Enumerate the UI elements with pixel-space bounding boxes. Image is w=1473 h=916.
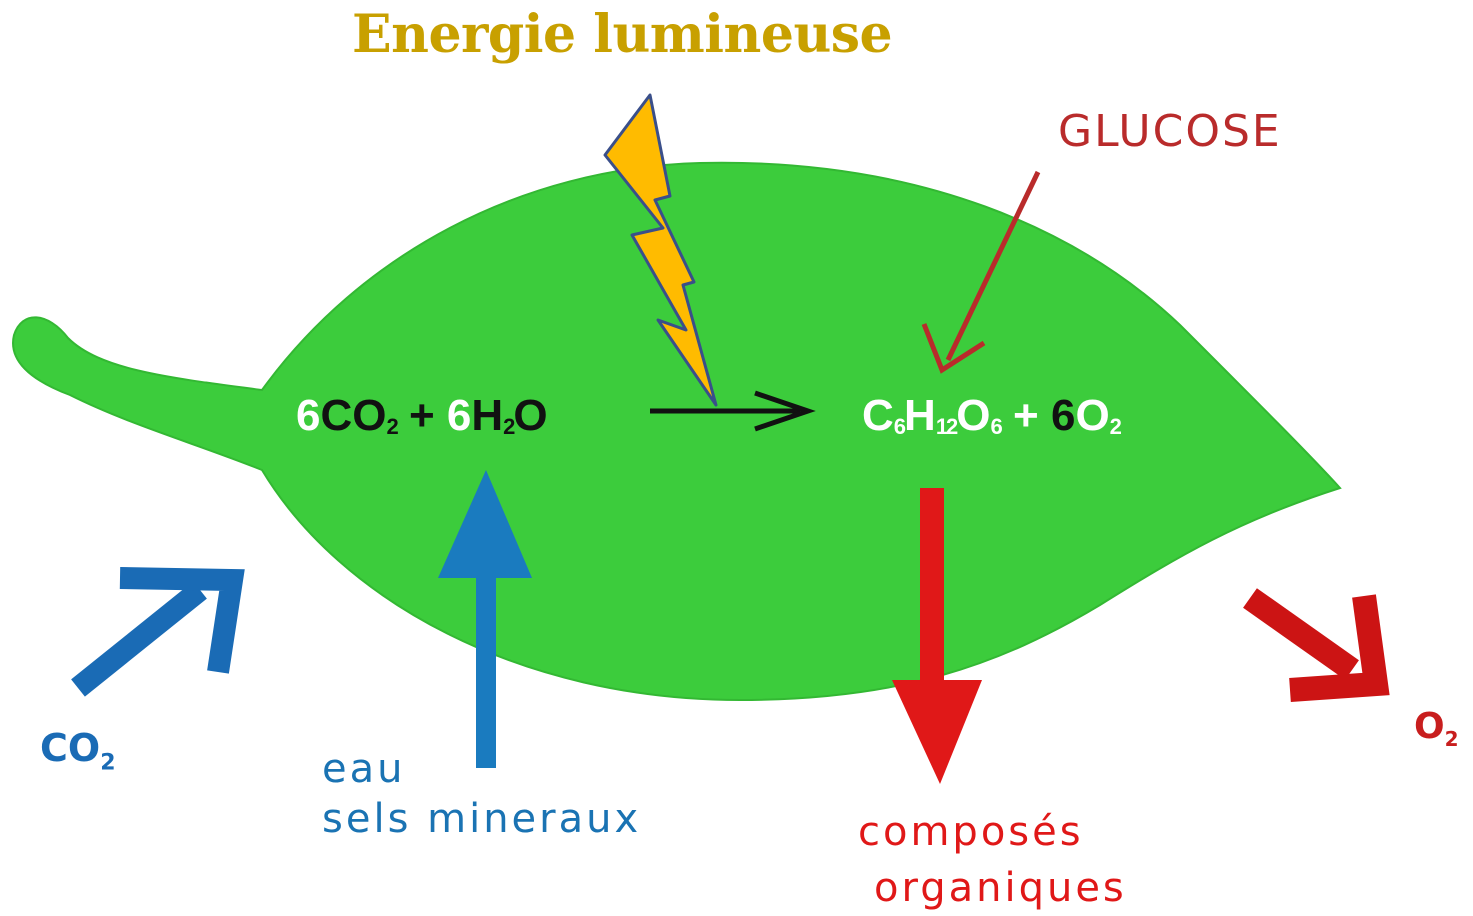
reactants-plus: +	[408, 391, 435, 440]
co2-input-sub: 2	[100, 750, 116, 776]
h2o-coefficient: 6	[446, 391, 472, 440]
o2-output-label: O2	[1414, 706, 1459, 751]
glucose-label: GLUCOSE	[1058, 106, 1282, 157]
glucose-c: C	[862, 391, 894, 440]
equation-products: C6H12O6 + 6O2	[862, 391, 1122, 441]
compounds-arrow-icon	[892, 488, 982, 784]
o2-release-arrow-icon	[1243, 588, 1390, 702]
glucose-h: H	[904, 391, 936, 440]
leaf-icon	[12, 161, 1342, 702]
glucose-o-subscript: 6	[990, 414, 1003, 439]
organic-compounds-label: composés organiques	[858, 804, 1127, 916]
co2-intake-arrow-icon	[71, 567, 245, 697]
glucose-arrow-icon	[921, 170, 1041, 374]
lightning-icon	[603, 93, 718, 407]
co2-input-label: CO2	[40, 726, 116, 776]
diagram-title: Energie lumineuse	[352, 4, 893, 65]
glucose-c-subscript: 6	[893, 414, 906, 439]
water-intake-arrow-icon	[438, 470, 532, 768]
products-plus: +	[1013, 391, 1039, 440]
water-minerals-label: eau sels mineraux	[322, 744, 641, 844]
glucose-o: O	[956, 391, 991, 440]
o2-output-sub: 2	[1444, 727, 1459, 752]
co2-formula: CO	[320, 391, 387, 440]
h2o-h: H	[471, 391, 504, 440]
co2-coefficient: 6	[296, 391, 321, 440]
o2-subscript: 2	[1109, 414, 1122, 439]
o2-output-base: O	[1414, 706, 1445, 747]
h2o-o: O	[513, 391, 548, 440]
compounds-label-line1: composés	[858, 809, 1084, 855]
h2o-subscript: 2	[503, 414, 515, 439]
o2-coefficient: 6	[1050, 391, 1076, 440]
water-label: eau	[322, 746, 406, 792]
o2-formula: O	[1075, 391, 1110, 440]
compounds-label-line2: organiques	[874, 865, 1127, 911]
reaction-arrow-icon	[650, 390, 816, 432]
glucose-h-subscript: 12	[935, 414, 959, 439]
co2-input-base: CO	[40, 726, 101, 770]
minerals-label: sels mineraux	[322, 796, 642, 842]
equation-reactants: 6CO2 + 6H2O	[296, 391, 548, 441]
co2-subscript: 2	[386, 414, 398, 439]
